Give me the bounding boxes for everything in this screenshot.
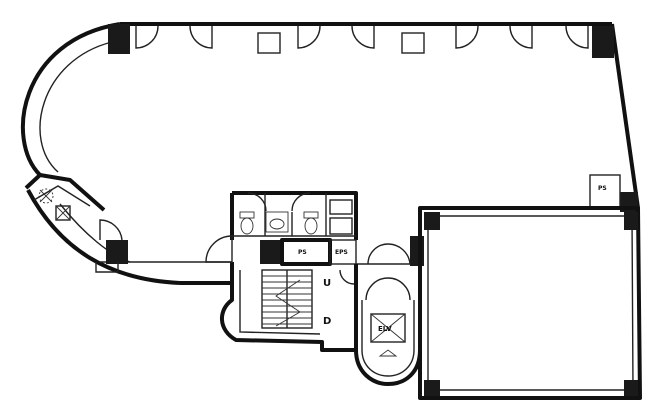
stair-up-label: U <box>323 278 331 289</box>
column-top-right <box>592 26 614 58</box>
left-wedge <box>24 173 123 273</box>
eps-label: EPS <box>335 249 348 256</box>
ps-room-right: PS <box>589 174 621 208</box>
stair-treads <box>262 275 312 325</box>
column-mid-left <box>106 240 128 264</box>
shaft-rooms: PS EPS <box>280 238 357 266</box>
main-office-walls <box>20 22 640 285</box>
columns <box>106 24 638 266</box>
restroom-core <box>230 191 358 240</box>
vent-symbol <box>38 188 54 204</box>
sink <box>265 211 289 233</box>
elevator: ELV <box>354 277 422 386</box>
column-top-left <box>108 24 130 54</box>
column-core <box>260 240 282 264</box>
elevator-car <box>370 313 406 343</box>
ps-label-right: PS <box>598 185 607 192</box>
lower-right-block <box>418 206 642 400</box>
core-door <box>205 235 233 263</box>
elevator-label: ELV <box>378 325 392 333</box>
cross-symbol <box>55 205 71 221</box>
toilet-left <box>239 211 255 235</box>
window-bays <box>135 25 589 54</box>
stairwell: U D <box>220 264 358 352</box>
ps-label-core: PS <box>298 249 307 256</box>
toilet-right <box>303 211 319 235</box>
stair-down-label: D <box>323 316 331 327</box>
